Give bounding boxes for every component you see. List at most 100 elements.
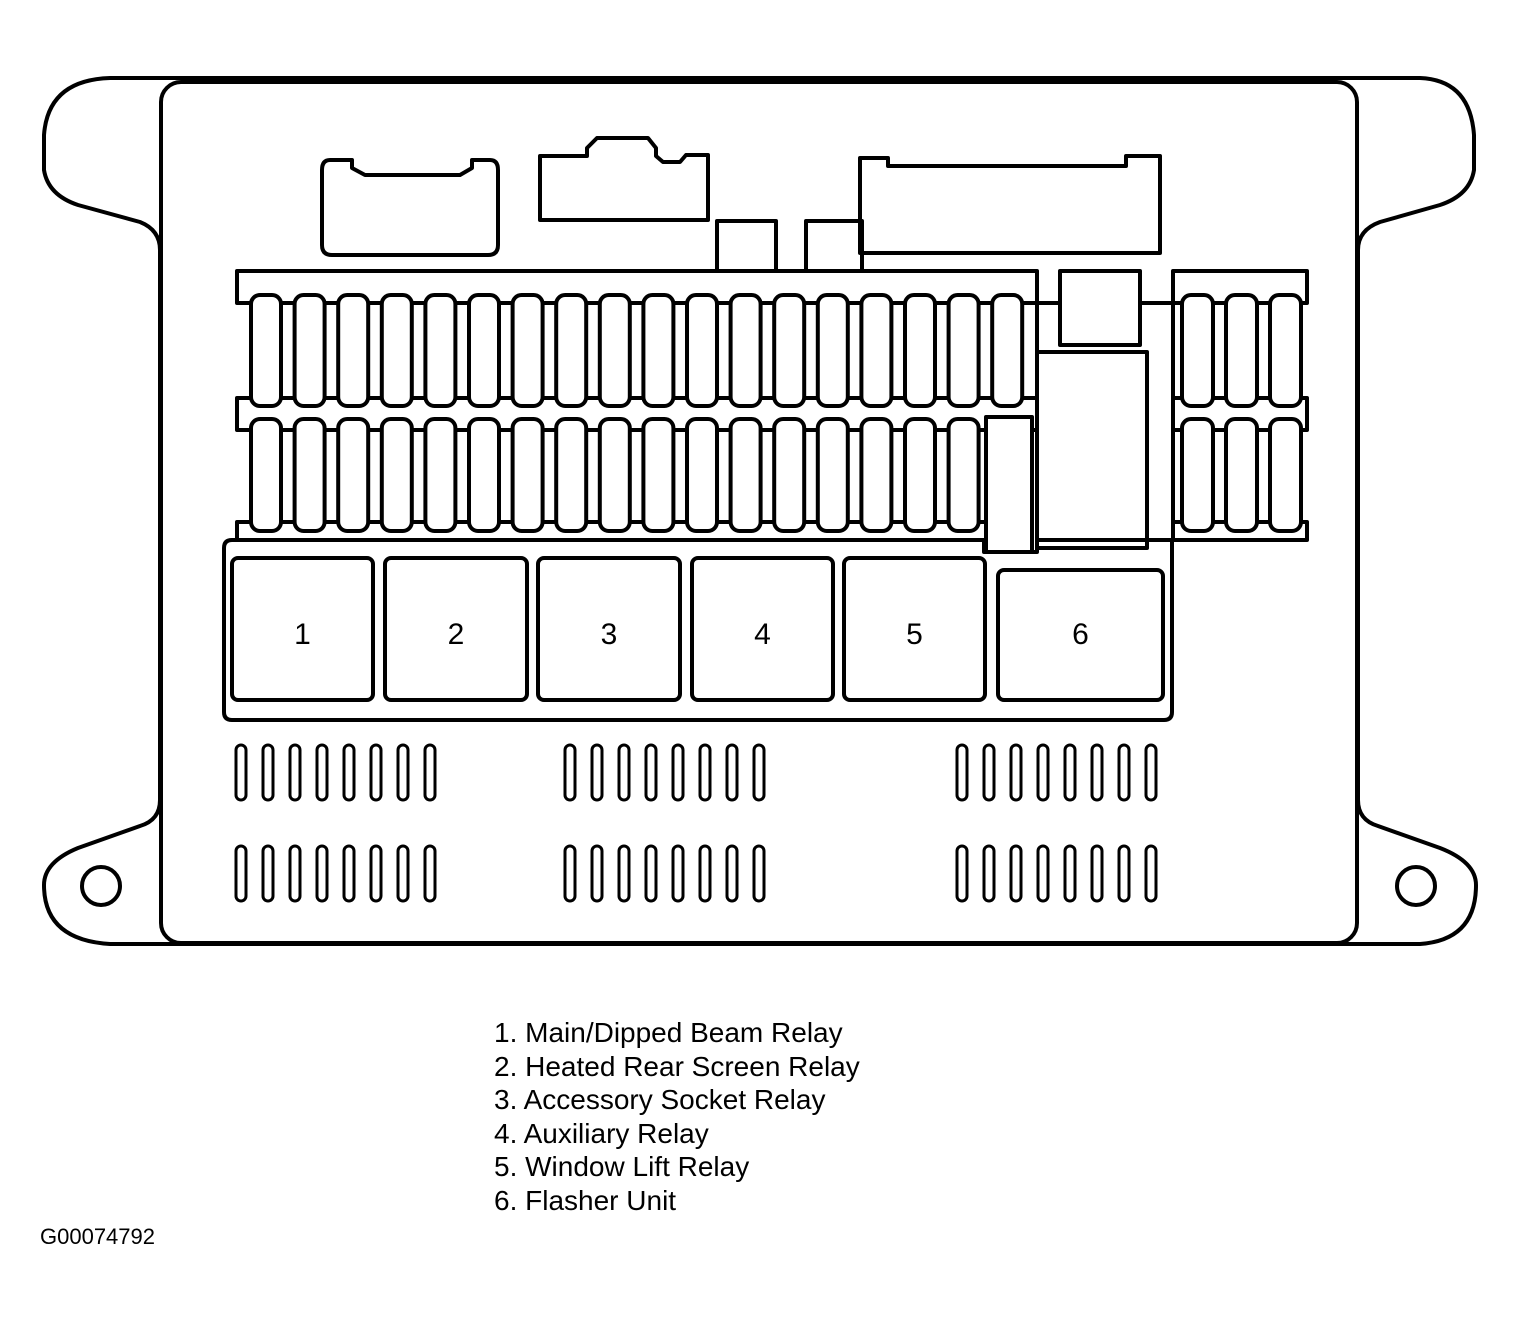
fuse	[379, 293, 414, 408]
vent-slot	[590, 844, 604, 903]
relay-tray	[222, 538, 1174, 722]
legend-item-2: 2. Heated Rear Screen Relay	[494, 1050, 860, 1082]
fuse	[728, 293, 763, 408]
relay-legend: 1. Main/Dipped Beam Relay 2. Heated Rear…	[494, 1016, 860, 1217]
relay-2	[383, 556, 529, 702]
fuse	[815, 293, 850, 408]
connector-right	[858, 154, 1162, 255]
relay-number-5: 5	[906, 618, 923, 651]
vent-slot	[234, 844, 248, 903]
fuse	[903, 417, 937, 533]
vent-slot	[563, 844, 577, 903]
vent-slot	[644, 844, 658, 903]
fuse	[597, 293, 632, 408]
fuse-large-holder	[1035, 350, 1149, 550]
fuse	[423, 417, 458, 533]
vent-slot	[423, 743, 437, 802]
fuse	[685, 293, 719, 408]
relay-number-2: 2	[448, 618, 465, 651]
fuse	[597, 417, 632, 533]
fuse	[467, 417, 501, 533]
fuse	[685, 417, 719, 533]
vent-slot	[955, 844, 969, 903]
vent-slot	[342, 844, 356, 903]
vent-slot	[288, 844, 302, 903]
relay-number-3: 3	[601, 618, 618, 651]
vent-slot	[1117, 743, 1131, 802]
vent-slot	[617, 743, 631, 802]
legend-item-1: 1. Main/Dipped Beam Relay	[494, 1017, 843, 1048]
connector-left	[320, 158, 500, 257]
fuse	[467, 293, 501, 408]
fuse	[772, 293, 807, 408]
fuse	[510, 293, 545, 408]
connector-middle	[538, 136, 710, 222]
vent-slot	[752, 743, 766, 802]
vent-slot	[982, 743, 996, 802]
vent-slot	[955, 743, 969, 802]
vent-slot	[1144, 844, 1158, 903]
legend-item-4: 4. Auxiliary Relay	[494, 1117, 709, 1149]
fuse	[554, 293, 589, 408]
fuse	[1224, 293, 1259, 408]
fuse	[336, 293, 371, 408]
vent-slot	[982, 844, 996, 903]
fuse	[903, 293, 937, 408]
flasher-tab	[984, 415, 1034, 554]
fuse	[554, 417, 589, 533]
fuse	[1268, 417, 1303, 533]
vent-slot	[369, 844, 383, 903]
vent-slot	[1090, 743, 1104, 802]
vent-slot	[1036, 844, 1050, 903]
fuse	[249, 417, 283, 533]
fuse-block	[235, 269, 1309, 554]
vent-slot	[396, 844, 410, 903]
fuse	[1180, 293, 1215, 408]
ventilation-slots	[234, 743, 1158, 903]
vent-slot	[288, 743, 302, 802]
fuse	[1224, 417, 1259, 533]
relay-6	[996, 568, 1165, 702]
fuse	[859, 293, 894, 408]
figure-id: G00074792	[40, 1224, 155, 1249]
mounting-hole-left	[80, 865, 122, 907]
vent-slot	[698, 844, 712, 903]
fuse-small-top	[1058, 269, 1142, 347]
vent-slot	[1063, 844, 1077, 903]
fuse	[772, 417, 807, 533]
vent-slot	[261, 743, 275, 802]
vent-slot	[315, 743, 329, 802]
vent-slot	[617, 844, 631, 903]
fuse-group-right	[1180, 293, 1303, 533]
vent-slot	[315, 844, 329, 903]
fuse-rail-top	[235, 269, 1039, 305]
legend-item-6: 6. Flasher Unit	[494, 1184, 677, 1216]
inner-panel	[159, 80, 1359, 945]
vent-slot	[563, 743, 577, 802]
fuse	[641, 293, 676, 408]
relay-1	[230, 556, 375, 702]
fuse	[859, 417, 894, 533]
legend-item-3: 3. Accessory Socket Relay	[494, 1084, 826, 1115]
vent-slot	[1090, 844, 1104, 903]
vent-slot	[1063, 743, 1077, 802]
fuse	[423, 293, 458, 408]
fuse	[728, 417, 763, 533]
vent-slot	[423, 844, 437, 903]
vent-slot	[725, 844, 739, 903]
connector-middle-tab-b	[804, 219, 864, 273]
relay-5	[842, 556, 987, 702]
vent-slot	[1009, 743, 1023, 802]
relay-number-6: 6	[1072, 618, 1089, 651]
fuse	[946, 293, 981, 408]
legend-item-5: 5. Window Lift Relay	[494, 1151, 750, 1182]
vent-slot	[1036, 743, 1050, 802]
fuse	[1268, 293, 1303, 408]
vent-slot	[1144, 743, 1158, 802]
relay-3	[536, 556, 682, 702]
fuse	[641, 417, 676, 533]
fuse	[946, 417, 981, 533]
fuse	[379, 417, 414, 533]
relay-4	[690, 556, 835, 702]
